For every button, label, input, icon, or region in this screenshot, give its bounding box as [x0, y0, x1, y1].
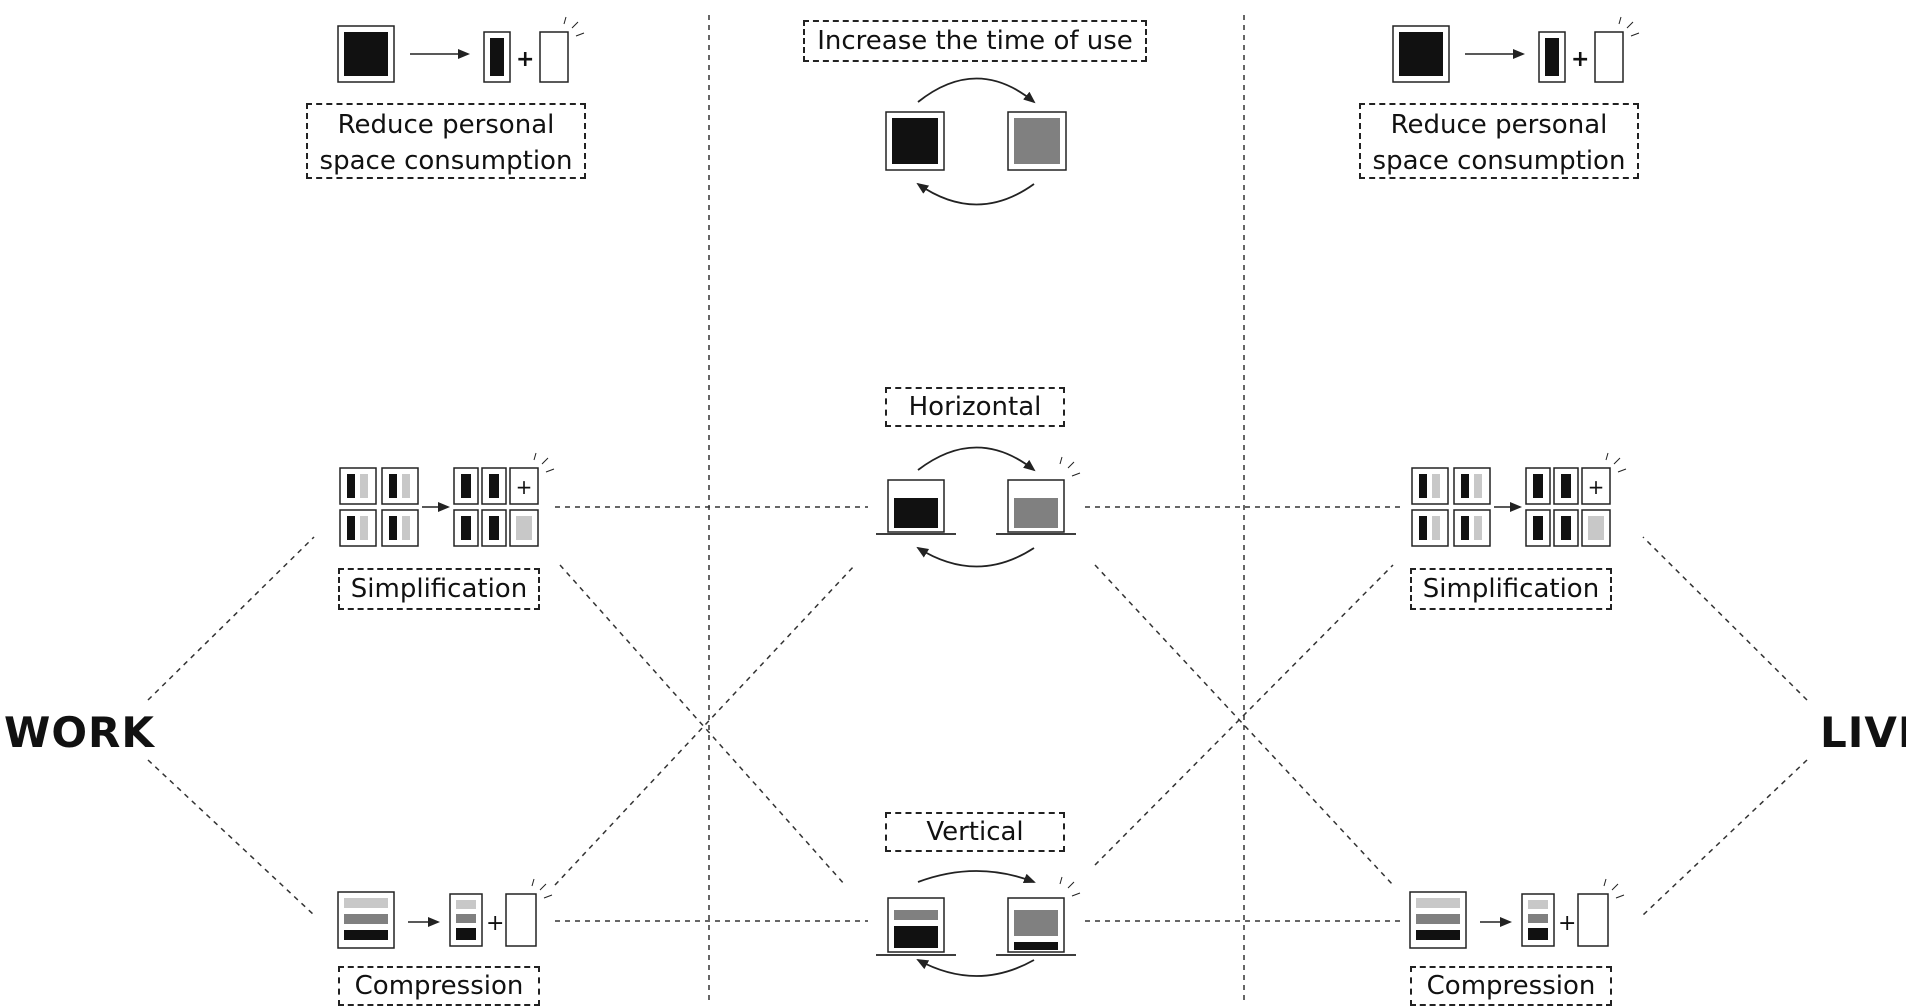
- plus-icon: +: [516, 475, 533, 499]
- cross-1: [559, 564, 846, 886]
- vertical-cycle-icon: [876, 870, 1081, 977]
- simplification-icon-right: +: [1411, 452, 1627, 547]
- reduce-space-right-line2: space consumption: [1372, 146, 1626, 176]
- cross-4: [1094, 564, 1394, 866]
- compression-icon-right: +: [1409, 878, 1625, 949]
- reduce-space-right-line1: Reduce personal: [1390, 110, 1608, 140]
- cross-3: [1094, 564, 1394, 886]
- reduce-space-left-line1: Reduce personal: [337, 110, 555, 140]
- simplification-label-left: Simplification: [338, 568, 540, 610]
- plus-icon: +: [1588, 475, 1605, 499]
- reduce-space-label-left: Reduce personal space consumption: [306, 103, 586, 179]
- plus-icon: +: [486, 911, 504, 936]
- compression-label-left: Compression: [338, 966, 540, 1006]
- horizontal-cycle-icon: [876, 446, 1081, 568]
- compression-icon-left: +: [337, 878, 553, 949]
- plus-icon: +: [1558, 911, 1576, 936]
- reduce-space-icon-right: +: [1392, 16, 1640, 83]
- reduce-space-left-line2: space consumption: [319, 146, 573, 176]
- diag-live-up: [1642, 536, 1808, 701]
- reduce-space-icon-left: +: [337, 16, 585, 83]
- diag-work-down: [147, 759, 315, 916]
- reduce-space-label-right: Reduce personal space consumption: [1359, 103, 1639, 179]
- plus-icon: +: [516, 47, 534, 72]
- vertical-label: Vertical: [885, 812, 1065, 852]
- simplification-label-right: Simplification: [1410, 568, 1612, 610]
- time-of-use-icon: [885, 77, 1067, 206]
- diag-work-up: [147, 536, 315, 701]
- compression-label-right: Compression: [1410, 966, 1612, 1006]
- horizontal-label: Horizontal: [885, 387, 1065, 427]
- cross-2: [554, 564, 856, 886]
- plus-icon: +: [1571, 47, 1589, 72]
- time-of-use-label: Increase the time of use: [803, 20, 1147, 62]
- work-label: WORK: [4, 708, 155, 757]
- diag-live-down: [1642, 759, 1808, 916]
- simplification-icon-left: +: [339, 452, 555, 547]
- live-label: LIVE: [1820, 708, 1906, 757]
